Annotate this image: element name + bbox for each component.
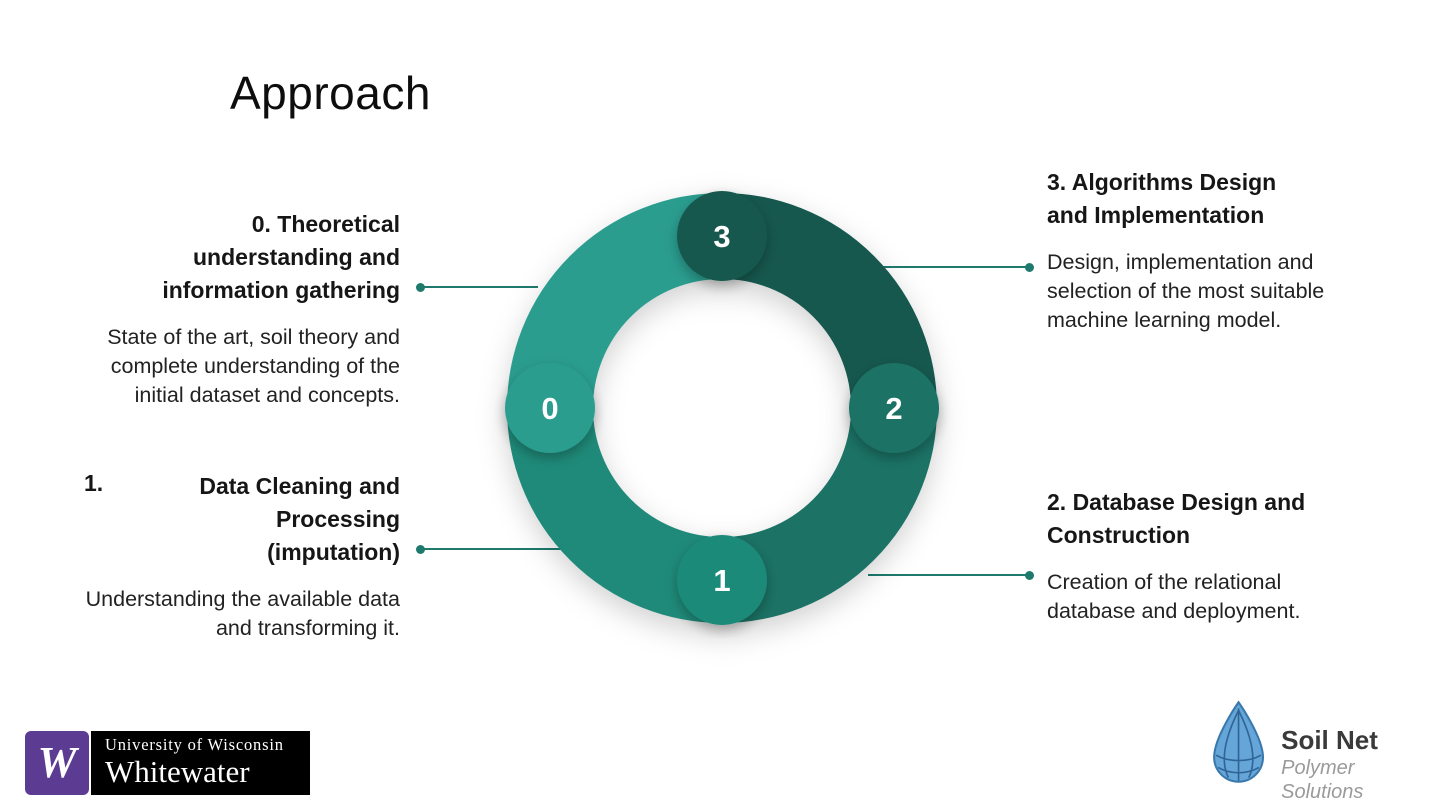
node-3-label: 3 [713, 219, 730, 254]
uw-monogram-letter: W [37, 738, 77, 787]
ring-svg: 0 1 2 3 [505, 191, 939, 625]
soil-net-logo: Soil Net Polymer Solutions [1208, 700, 1440, 804]
step-3-title: 3. Algorithms Design and Implementation [1047, 169, 1277, 228]
step-0-body: State of the art, soil theory and comple… [107, 324, 400, 408]
step-2-block: 2. Database Design and Construction Crea… [1047, 486, 1367, 626]
uw-institution-text: University of Wisconsin [105, 735, 284, 755]
connector-step-0 [416, 282, 538, 292]
step-0-title: 0. Theoretical understanding and informa… [162, 211, 400, 303]
soil-net-wordmark: Soil Net Polymer Solutions [1281, 725, 1440, 804]
step-2-title: 2. Database Design and Construction [1047, 489, 1306, 548]
connector-step-1 [416, 544, 562, 554]
connector-dot-icon [416, 544, 425, 554]
uw-wordmark: University of Wisconsin Whitewater [91, 731, 310, 795]
node-1-circle [677, 535, 767, 625]
node-1-label: 1 [713, 563, 730, 598]
connector-dot-icon [1025, 570, 1034, 580]
node-2-label: 2 [885, 391, 902, 426]
step-1-block: 1. Data Cleaning and Processing (imputat… [70, 470, 400, 643]
water-drop-icon [1213, 700, 1265, 783]
page-title: Approach [230, 67, 431, 119]
node-0-circle [505, 363, 595, 453]
uw-whitewater-logo: W University of Wisconsin Whitewater [25, 731, 310, 795]
uw-campus-text: Whitewater [105, 754, 250, 790]
step-1-title: Data Cleaning and Processing (imputation… [199, 473, 400, 565]
step-1-body: Understanding the available data and tra… [85, 586, 400, 640]
node-2-circle [849, 363, 939, 453]
node-0-label: 0 [541, 391, 558, 426]
connector-step-3 [882, 262, 1034, 272]
step-0-block: 0. Theoretical understanding and informa… [70, 208, 400, 410]
process-ring-diagram: 0 1 2 3 [492, 178, 952, 638]
step-3-body: Design, implementation and selection of … [1047, 249, 1325, 333]
node-3-circle [677, 191, 767, 281]
connector-step-2 [868, 570, 1034, 580]
soil-net-name: Soil Net [1281, 725, 1378, 755]
connector-dot-icon [1025, 262, 1034, 272]
connector-dot-icon [416, 282, 425, 292]
uw-monogram-icon: W [25, 731, 89, 795]
step-1-number: 1. [84, 470, 104, 496]
step-2-body: Creation of the relational database and … [1047, 569, 1301, 623]
step-3-block: 3. Algorithms Design and Implementation … [1047, 166, 1367, 335]
soil-net-tagline: Polymer Solutions [1281, 756, 1364, 803]
